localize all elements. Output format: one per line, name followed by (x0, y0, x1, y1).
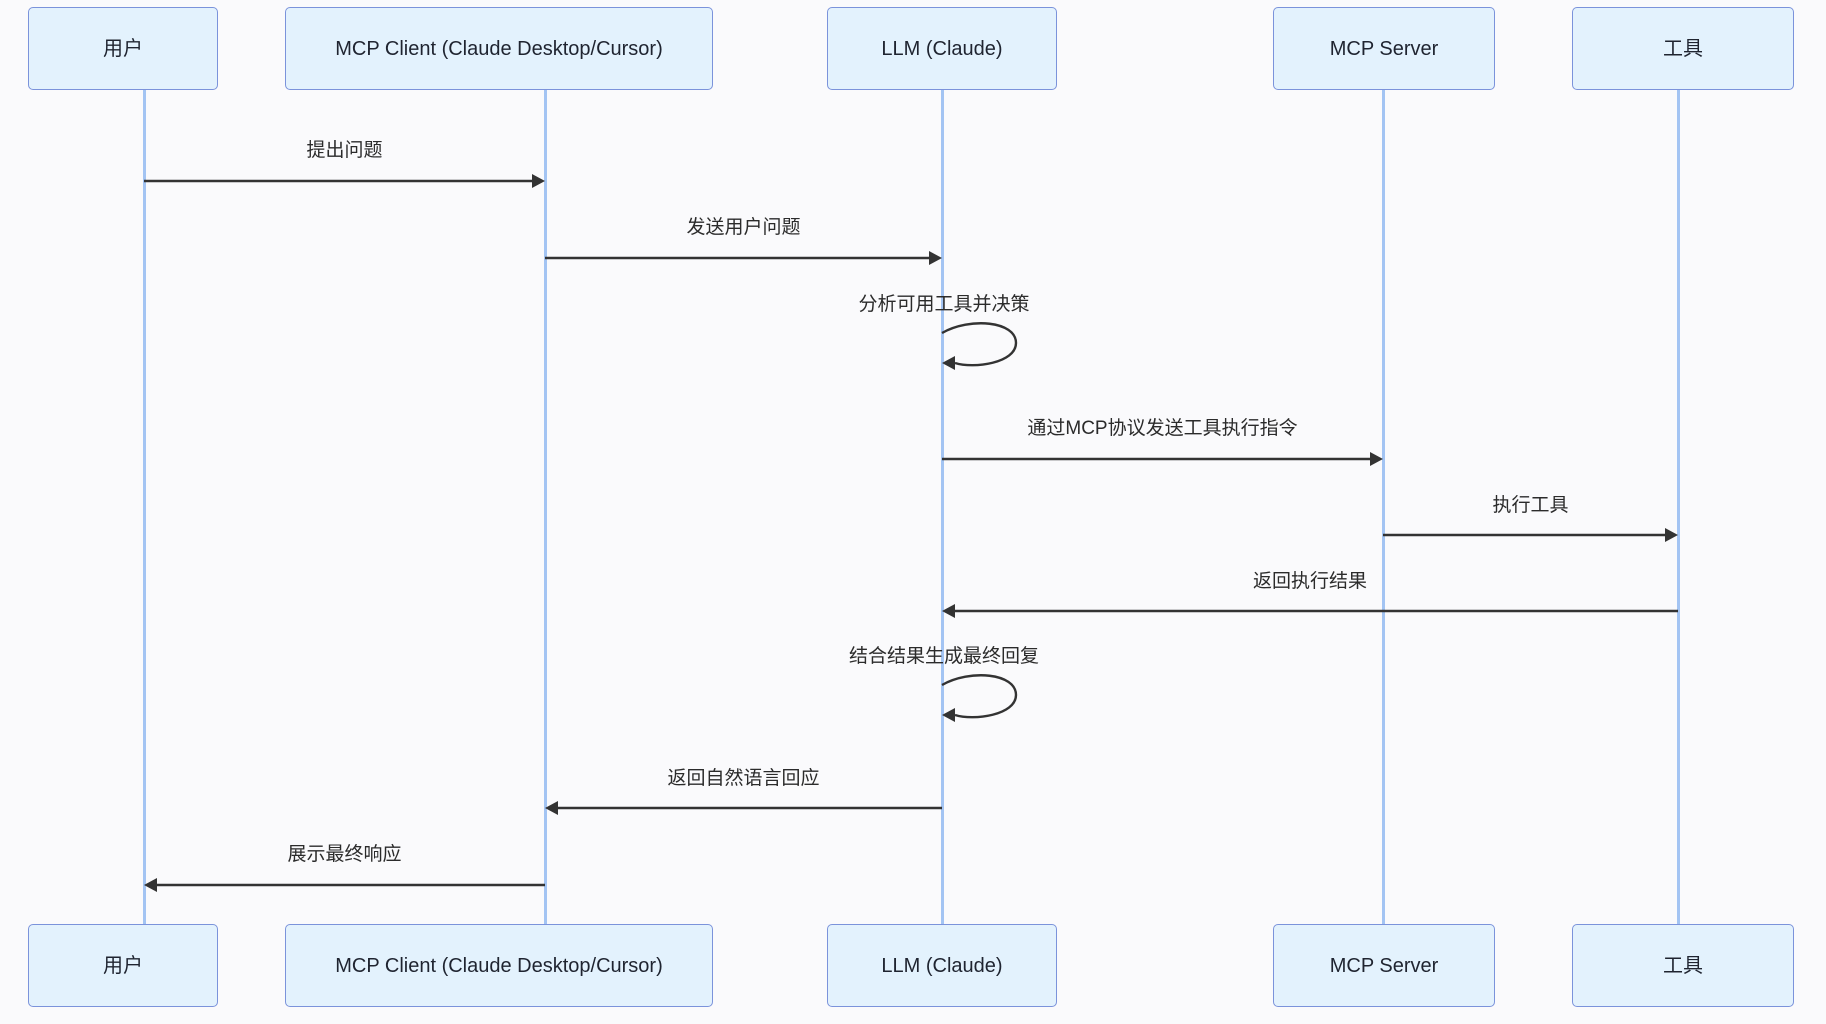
message-label-m1: 提出问题 (306, 140, 383, 161)
message-label-m6: 返回执行结果 (1252, 571, 1368, 592)
self-loop-m7 (941, 674, 1018, 722)
message-arrow-m4 (942, 452, 1383, 466)
message-arrow-m6 (942, 604, 1678, 618)
self-loop-m3 (941, 322, 1018, 370)
actor-label: MCP Server (1329, 954, 1439, 977)
actor-label: LLM (Claude) (881, 37, 1003, 60)
actor-box-tool-bottom[interactable]: 工具 (1572, 924, 1794, 1007)
message-arrow-m1 (144, 174, 545, 188)
actor-box-tool-top[interactable]: 工具 (1572, 7, 1794, 90)
lifeline-llm (940, 90, 944, 924)
actor-label: 用户 (103, 954, 143, 977)
actor-label: LLM (Claude) (881, 954, 1003, 977)
actor-label: MCP Client (Claude Desktop/Cursor) (335, 37, 663, 60)
actor-box-llm-bottom[interactable]: LLM (Claude) (827, 924, 1057, 1007)
message-arrow-m9 (144, 878, 545, 892)
actor-box-client-bottom[interactable]: MCP Client (Claude Desktop/Cursor) (285, 924, 713, 1007)
lifeline-tool (1676, 90, 1680, 924)
message-arrow-m2 (545, 251, 942, 265)
message-label-m5: 执行工具 (1492, 495, 1569, 516)
actor-box-user-top[interactable]: 用户 (28, 7, 218, 90)
message-label-m9: 展示最终响应 (287, 844, 402, 865)
message-arrow-m8 (545, 801, 942, 815)
message-label-m7: 结合结果生成最终回复 (848, 646, 1040, 667)
lifeline-server (1381, 90, 1385, 924)
actor-label: 工具 (1663, 37, 1703, 60)
actor-label: 用户 (103, 37, 143, 60)
message-arrow-m5 (1383, 528, 1678, 542)
lifeline-client (543, 90, 547, 924)
message-label-m8: 返回自然语言回应 (667, 768, 820, 789)
actor-box-server-bottom[interactable]: MCP Server (1273, 924, 1495, 1007)
actor-box-user-bottom[interactable]: 用户 (28, 924, 218, 1007)
message-label-m3: 分析可用工具并决策 (858, 294, 1030, 315)
actor-label: MCP Server (1329, 37, 1439, 60)
message-label-m2: 发送用户问题 (686, 217, 801, 238)
actor-label: MCP Client (Claude Desktop/Cursor) (335, 954, 663, 977)
lifeline-user (142, 90, 146, 924)
actor-box-llm-top[interactable]: LLM (Claude) (827, 7, 1057, 90)
message-label-m4: 通过MCP协议发送工具执行指令 (1027, 418, 1298, 439)
actor-box-server-top[interactable]: MCP Server (1273, 7, 1495, 90)
actor-box-client-top[interactable]: MCP Client (Claude Desktop/Cursor) (285, 7, 713, 90)
actor-label: 工具 (1663, 954, 1703, 977)
